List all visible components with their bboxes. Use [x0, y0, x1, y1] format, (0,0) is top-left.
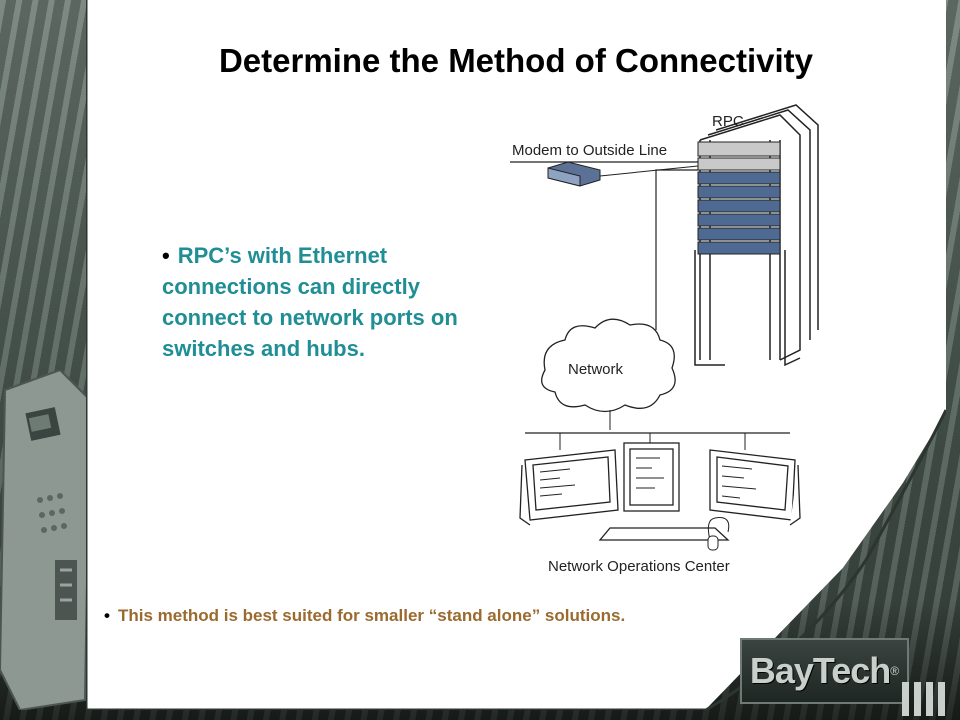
rpc-label: RPC [712, 113, 744, 130]
network-diagram: RPC Modem to Outside Line Network Networ… [510, 104, 819, 575]
noc-monitors [519, 442, 801, 541]
logo-mark: ® [890, 664, 900, 678]
logo-bars-icon [902, 682, 945, 716]
baytech-logo: BayTech® [740, 638, 909, 704]
network-label: Network [568, 361, 624, 378]
network-cloud [541, 318, 676, 413]
bottom-bullet-text: This method is best suited for smaller “… [117, 606, 626, 625]
bullet-glyph-bottom: • [104, 606, 110, 625]
rack-units [697, 141, 781, 255]
noc-label: Network Operations Center [548, 558, 730, 575]
main-bullet-text: RPC’s with Ethernet connections can dire… [162, 243, 458, 361]
slide-title: Determine the Method of Connectivity [218, 42, 814, 79]
main-bullet: •RPC’s with Ethernet connections can dir… [162, 240, 502, 364]
bottom-bullet: • This method is best suited for smaller … [104, 606, 784, 626]
modem-device [547, 161, 699, 187]
bullet-glyph: • [162, 243, 170, 268]
device-illustration [0, 370, 92, 710]
modem-label: Modem to Outside Line [512, 142, 667, 159]
logo-text: BayTech [749, 650, 891, 691]
monitor-text-lines [539, 457, 757, 499]
